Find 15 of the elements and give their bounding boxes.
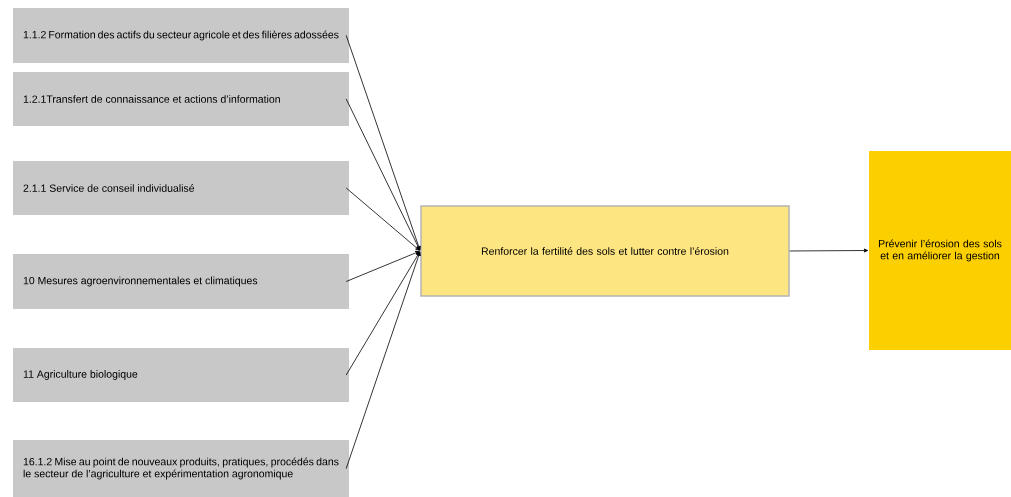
arrow — [345, 98, 421, 251]
measure-box: 1.1.2 Formation des actifs du secteur agricole et des filières adossées — [13, 8, 349, 63]
arrow — [345, 35, 421, 251]
measure-box: 1.2.1Transfert de connaissance et actions d’information — [13, 72, 349, 126]
measure-box: 11 Agriculture biologique — [13, 348, 349, 402]
measure-box: 2.1.1 Service de conseil individualisé — [13, 161, 349, 215]
arrow — [345, 250, 420, 282]
arrow — [789, 248, 869, 253]
arrow — [345, 251, 421, 376]
objective-box: Renforcer la fertilité des sols et lutter contre l’érosion — [420, 205, 790, 297]
goal-box: Prévenir l’érosion des sols et en améliorer la gestion — [869, 151, 1011, 350]
arrow — [345, 187, 420, 251]
measure-box: 10 Mesures agroenvironnementales et climatiques — [13, 254, 349, 309]
arrow — [345, 251, 421, 469]
measure-box: 16.1.2 Mise au point de nouveaux produits, pratiques, procédés dans le secteur de l’agriculture et expérimentation agronomique — [13, 440, 349, 497]
